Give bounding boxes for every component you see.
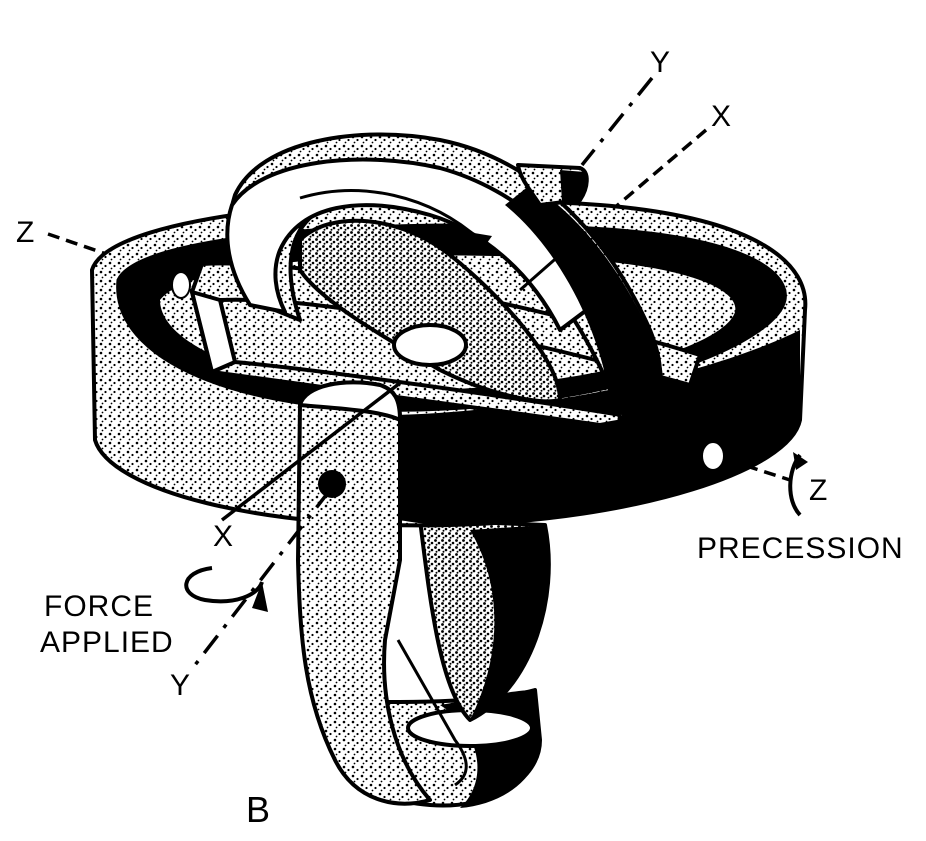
force-rotation-arc bbox=[184, 566, 264, 604]
axis-lines-front bbox=[193, 230, 791, 667]
force-label-line1: FORCE bbox=[44, 590, 154, 623]
pedestal-neck-dark bbox=[470, 525, 549, 720]
axis-z-left-label: Z bbox=[16, 216, 35, 249]
force-arrow bbox=[184, 566, 268, 612]
axis-y-bottom-label: Y bbox=[170, 669, 191, 702]
x-axis-top-line bbox=[584, 128, 708, 234]
x-axis-inner-line bbox=[519, 230, 587, 292]
axis-y-top-label: Y bbox=[650, 46, 671, 79]
rotor-axle-boss bbox=[392, 323, 468, 367]
right-pivot-hole bbox=[701, 441, 725, 471]
precession-arrow bbox=[788, 452, 808, 517]
force-label-line2: APPLIED bbox=[40, 626, 174, 659]
precession-arrowhead-icon bbox=[793, 452, 808, 470]
left-pivot-hole bbox=[171, 271, 191, 299]
y-axis-top-line bbox=[580, 76, 654, 167]
front-post-edge bbox=[396, 639, 468, 787]
rotor-hub bbox=[298, 218, 562, 404]
axis-x-top-label: X bbox=[711, 100, 732, 133]
z-axis-right-line bbox=[727, 458, 791, 482]
inner-frame-front bbox=[190, 290, 237, 374]
spin-arrowhead-icon bbox=[468, 232, 492, 250]
force-arrowhead-icon bbox=[252, 582, 268, 612]
precession-label: PRECESSION bbox=[697, 532, 904, 565]
front-post bbox=[296, 380, 468, 806]
x-axis-bottom-line bbox=[220, 381, 402, 522]
top-bearing bbox=[516, 163, 589, 207]
y-axis-bottom-line bbox=[193, 488, 332, 667]
labels: Y X Z X Y Z FORCE APPLIED PRECESSION B bbox=[16, 46, 904, 830]
outer-ring-shadow bbox=[395, 330, 800, 525]
front-post-top bbox=[298, 380, 402, 422]
axis-x-bottom-label: X bbox=[213, 520, 234, 553]
top-bearing-face bbox=[560, 170, 587, 202]
rotor-side-shadow bbox=[505, 185, 663, 420]
spin-arrow bbox=[299, 189, 482, 242]
panel-letter: B bbox=[246, 789, 271, 830]
front-post-pivot bbox=[318, 470, 346, 498]
axis-z-right-label: Z bbox=[809, 474, 828, 507]
